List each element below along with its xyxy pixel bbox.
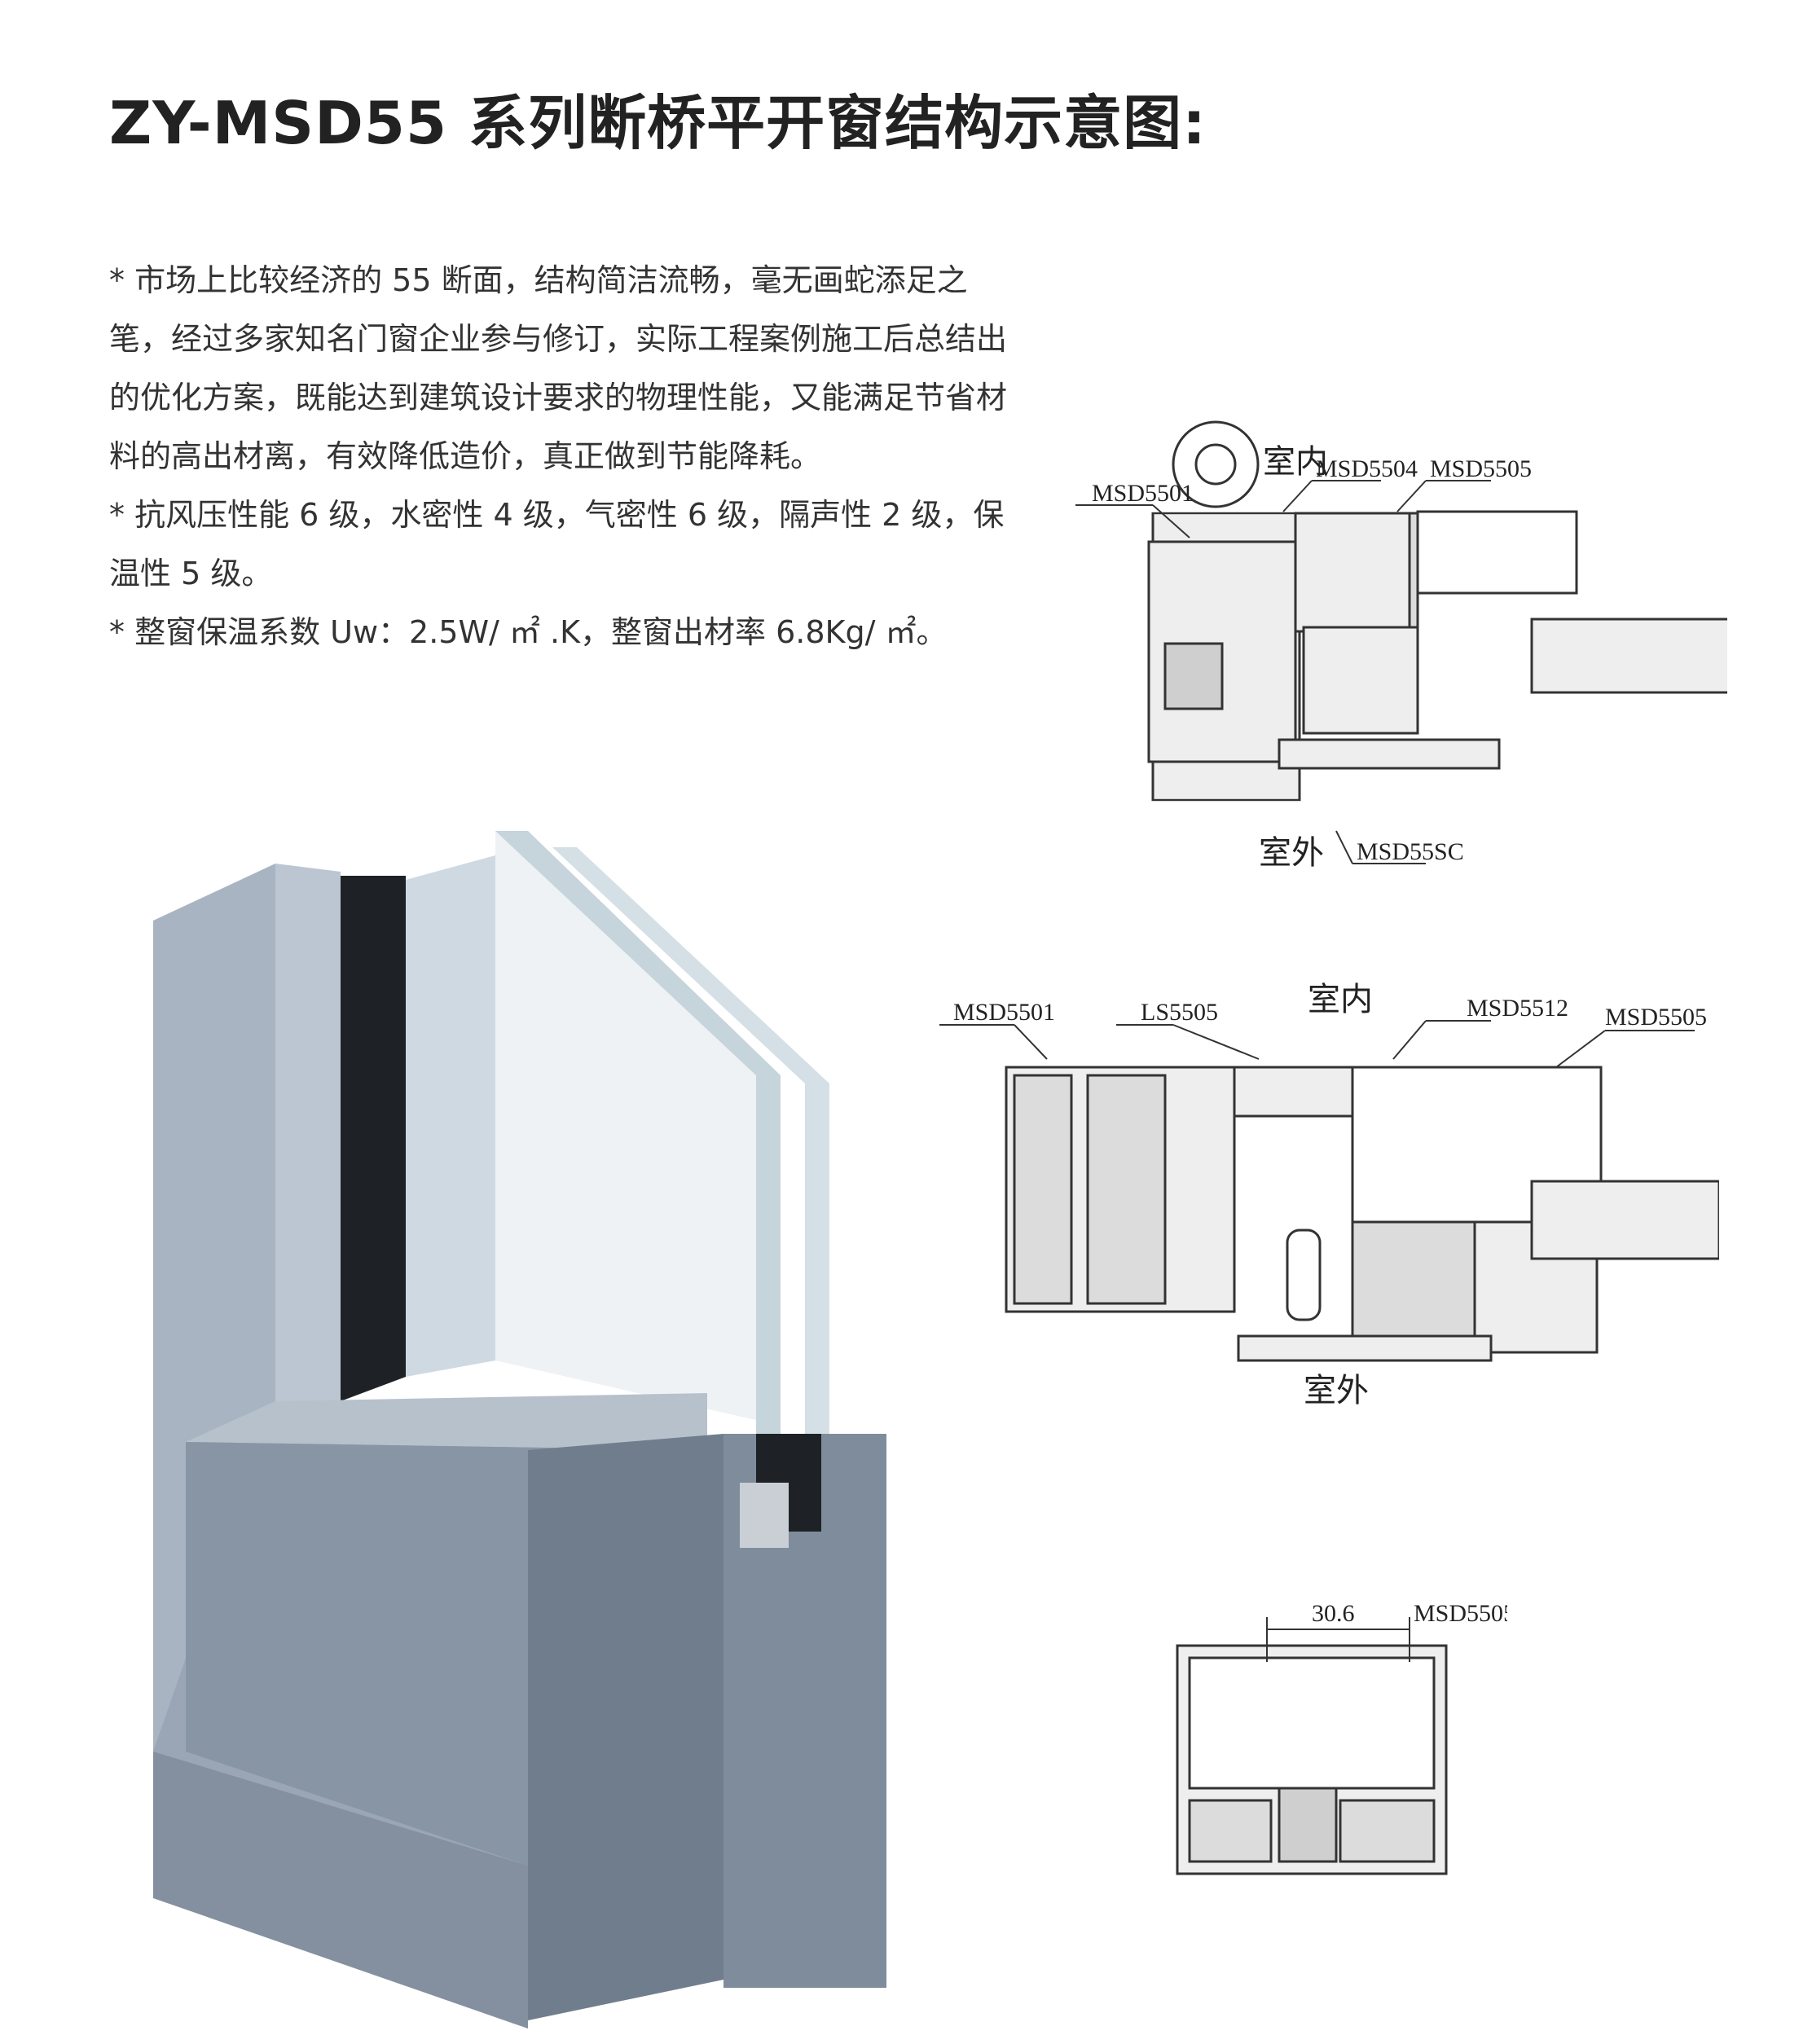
dimension-label: 30.6 xyxy=(1312,1600,1355,1627)
part-label: MSD5501 xyxy=(1092,480,1194,507)
indoor-label: 室内 xyxy=(1263,443,1328,481)
outdoor-label: 室外 xyxy=(1259,834,1324,872)
part-label: MSD5505 xyxy=(1430,455,1532,482)
section-diagram-middle: MSD5501 LS5505 MSD5512 MSD5505 室内 室外 xyxy=(939,981,1719,1409)
section-diagram-top: MSD5501 MSD5504 MSD5505 MSD55SC 室内 室外 xyxy=(1075,420,1727,872)
description: * 市场上比较经济的 55 断面，结构简洁流畅，毫无画蛇添足之笔，经过多家知名门… xyxy=(109,251,1022,662)
part-label: LS5505 xyxy=(1141,999,1218,1026)
description-paragraph: * 市场上比较经济的 55 断面，结构简洁流畅，毫无画蛇添足之笔，经过多家知名门… xyxy=(109,262,1008,474)
part-label: MSD55SC xyxy=(1357,838,1464,865)
part-label: MSD5501 xyxy=(953,999,1055,1026)
description-paragraph: * 整窗保温系数 Uw：2.5W/ ㎡ .K，整窗出材率 6.8Kg/ ㎡。 xyxy=(109,614,948,650)
page-title: ZY-MSD55 系列断桥平开窗结构示意图: xyxy=(109,89,1207,157)
section-diagram-bottom: 30.6 MSD5505 xyxy=(1176,1600,1507,1875)
part-label: MSD5504 xyxy=(1316,455,1418,482)
part-label: MSD5512 xyxy=(1467,995,1568,1022)
indoor-label: 室内 xyxy=(1308,981,1373,1018)
outdoor-label: 室外 xyxy=(1304,1372,1369,1409)
part-label: MSD5505 xyxy=(1414,1600,1507,1627)
window-profile-photo xyxy=(153,831,886,2029)
part-label: MSD5505 xyxy=(1605,1004,1707,1031)
description-paragraph: * 抗风压性能 6 级，水密性 4 级，气密性 6 级，隔声性 2 级，保温性 … xyxy=(109,497,1005,591)
